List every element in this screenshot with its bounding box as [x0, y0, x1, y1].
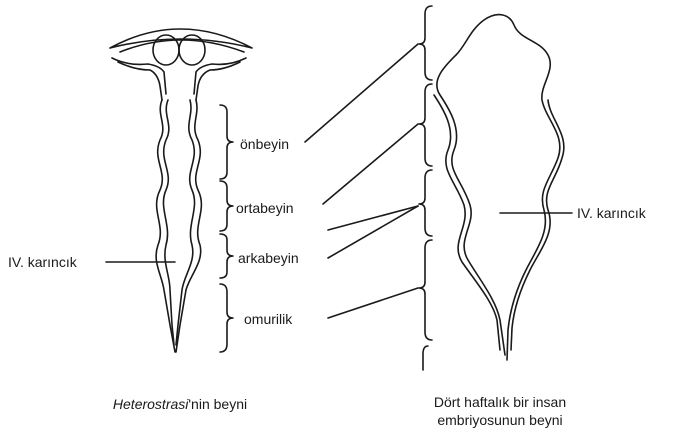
heterostraci-brain — [110, 29, 252, 352]
label-arkabeyin: arkabeyin — [238, 250, 299, 266]
label-ortabeyin: ortabeyin — [236, 200, 294, 216]
right-brackets — [419, 6, 432, 370]
caption-left: Heterostrasi'nin beyni — [70, 395, 290, 413]
caption-left-italic: Heterostrasi — [113, 396, 188, 412]
embryo-brain — [434, 15, 564, 360]
connector-lines — [305, 44, 418, 318]
caption-right: Dört haftalık bir insan embriyosunun bey… — [400, 393, 600, 429]
left-brackets — [220, 105, 233, 352]
label-right-ventricle: IV. karıncık — [577, 205, 646, 221]
caption-left-rest: 'nin beyni — [188, 396, 247, 412]
caption-right-line2: embriyosunun beyni — [400, 411, 600, 429]
embryo-inner-wall — [434, 95, 500, 350]
label-omurilik: omurilik — [244, 311, 292, 327]
label-onbeyin: önbeyin — [240, 136, 289, 152]
caption-right-line1: Dört haftalık bir insan — [400, 393, 600, 411]
label-left-ventricle: IV. karıncık — [8, 254, 77, 270]
head-shield — [110, 29, 252, 48]
